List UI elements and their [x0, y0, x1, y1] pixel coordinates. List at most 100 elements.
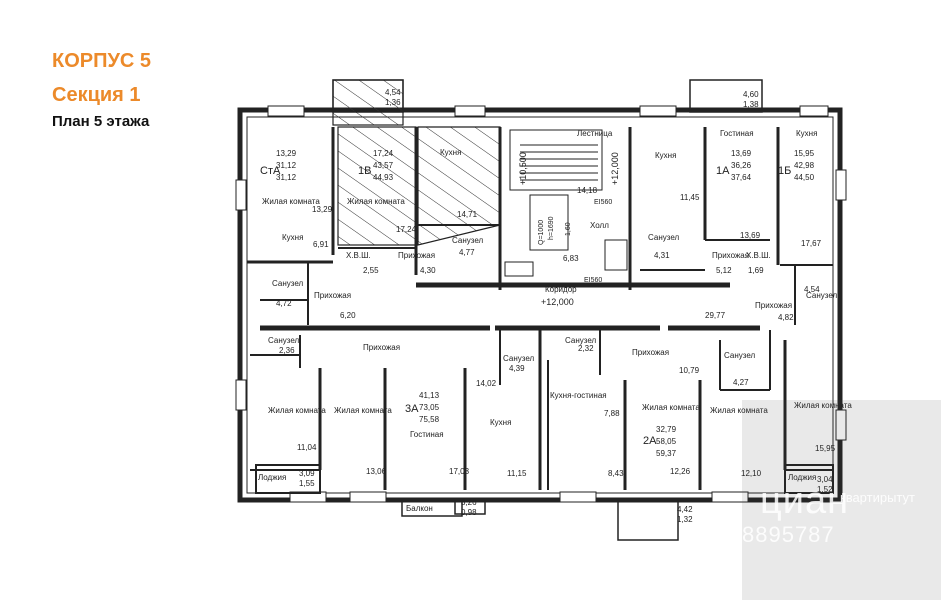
dim: 13,29 [312, 205, 333, 214]
room-living: Жилая комната [710, 406, 768, 415]
dim: 17,03 [449, 467, 470, 476]
dim: 14,02 [476, 379, 497, 388]
room-corridor: Коридор [545, 285, 577, 294]
unit-value: 41,13 [419, 391, 440, 400]
watermark-overlay [742, 400, 941, 600]
elevation: +10,500 [518, 152, 528, 185]
dim: 12,10 [741, 469, 762, 478]
room-kitchen-lounge: Кухня-гостиная [550, 391, 607, 400]
dim: 17,24 [396, 225, 417, 234]
balconies [332, 79, 763, 541]
dim: 4,27 [733, 378, 749, 387]
dim: 29,77 [705, 311, 726, 320]
room-bath: Санузел [452, 236, 483, 245]
unit-value: 17,24 [373, 149, 394, 158]
dim: 11,15 [507, 469, 527, 478]
loggias [255, 464, 834, 494]
dim: 4,42 [677, 505, 693, 514]
room-living: Жилая комната [794, 401, 852, 410]
dim: 4,54 [804, 285, 820, 294]
dim: 14,18 [577, 186, 598, 195]
room-bath: Санузел [272, 279, 303, 288]
elevator-note: h=1690 [548, 216, 555, 240]
room-closet: Х.В.Ш. [346, 251, 371, 260]
dim: 4,31 [654, 251, 670, 260]
room-living: Жилая комната [262, 197, 320, 206]
dim: 0,98 [461, 508, 477, 517]
room-loggia: Лоджия [258, 473, 286, 482]
dim: 7,88 [604, 409, 620, 418]
building-title: КОРПУС 5 [52, 50, 152, 72]
unit-value: 13,69 [731, 149, 752, 158]
room-bath: Санузел [268, 336, 299, 345]
elevator-note: Q=1000 [538, 220, 545, 245]
dim: 6,91 [313, 240, 329, 249]
dim: 4,30 [420, 266, 436, 275]
unit-value: 42,98 [794, 161, 815, 170]
room-living: Жилая комната [642, 403, 700, 412]
floor-plan-title: План 5 этажа [52, 113, 150, 130]
room-kitchen: Кухня [440, 148, 461, 157]
unit-value: 43,57 [373, 161, 394, 170]
dim: 1,38 [743, 100, 759, 109]
dim: 2,36 [279, 346, 295, 355]
windows [235, 105, 847, 503]
unit-value: 36,26 [731, 161, 752, 170]
interior-walls [247, 127, 833, 490]
unit-value: 15,95 [794, 149, 815, 158]
unit-value: 31,12 [276, 161, 297, 170]
unit-type: 1В [358, 165, 371, 177]
room-stairs: Лестница [577, 129, 613, 138]
unit-value: 32,79 [656, 425, 677, 434]
room-kitchen: Кухня [796, 129, 817, 138]
room-bath: Санузел [565, 336, 596, 345]
room-balcony: Балкон [406, 504, 433, 513]
dim: 13,69 [740, 231, 761, 240]
room-hall: Прихожая [712, 251, 749, 260]
dim: 1,69 [748, 266, 764, 275]
dim: 4,39 [509, 364, 525, 373]
watermark-brand: циан [760, 480, 850, 522]
dim: 4,54 [385, 88, 401, 97]
dim: 1,36 [385, 98, 401, 107]
corridor-walls [260, 282, 760, 331]
dim: 1,55 [299, 479, 315, 488]
room-bath: Санузел [724, 351, 755, 360]
room-kitchen: Кухня [282, 233, 303, 242]
dim: 11,04 [297, 443, 317, 452]
elevation: +12,000 [541, 297, 574, 307]
room-lounge: Гостиная [720, 129, 754, 138]
unit-value: 44,50 [794, 173, 815, 182]
dim: 3,04 [817, 475, 833, 484]
unit-badges: СтА 13,29 31,12 31,12 1В 17,24 43,57 44,… [260, 149, 815, 458]
room-hall: Прихожая [755, 301, 792, 310]
staircase [504, 129, 628, 277]
room-bath: Санузел [503, 354, 534, 363]
elevation: +12,000 [610, 152, 620, 185]
fire-rating: EI560 [594, 199, 612, 206]
room-kitchen: Кухня [490, 418, 511, 427]
unit-value: 13,29 [276, 149, 297, 158]
unit-type: СтА [260, 165, 281, 177]
dim: 2,32 [578, 344, 594, 353]
unit-value: 44,93 [373, 173, 394, 182]
room-hall: Прихожая [314, 291, 351, 300]
dim: 4,72 [276, 299, 292, 308]
room-living: Жилая комната [268, 406, 326, 415]
room-hall: Прихожая [632, 348, 669, 357]
room-living: Жилая комната [334, 406, 392, 415]
dim: 1,52 [817, 485, 833, 494]
area-dimensions: 4,54 1,36 4,60 1,38 13,29 17,24 14,71 14… [276, 88, 836, 524]
dim: 1,60 [565, 222, 572, 236]
room-bath: Санузел [806, 291, 837, 300]
unit-type: 2А [643, 435, 657, 447]
unit-value: 59,37 [656, 449, 677, 458]
dim: 15,95 [815, 444, 836, 453]
dim: 13,06 [366, 467, 387, 476]
room-kitchen: Кухня [655, 151, 676, 160]
dim: 3,26 [461, 498, 477, 507]
dim: 6,20 [340, 311, 356, 320]
dim: 14,71 [457, 210, 478, 219]
unit-type: 1Б [778, 165, 791, 177]
dim: 4,77 [459, 248, 475, 257]
